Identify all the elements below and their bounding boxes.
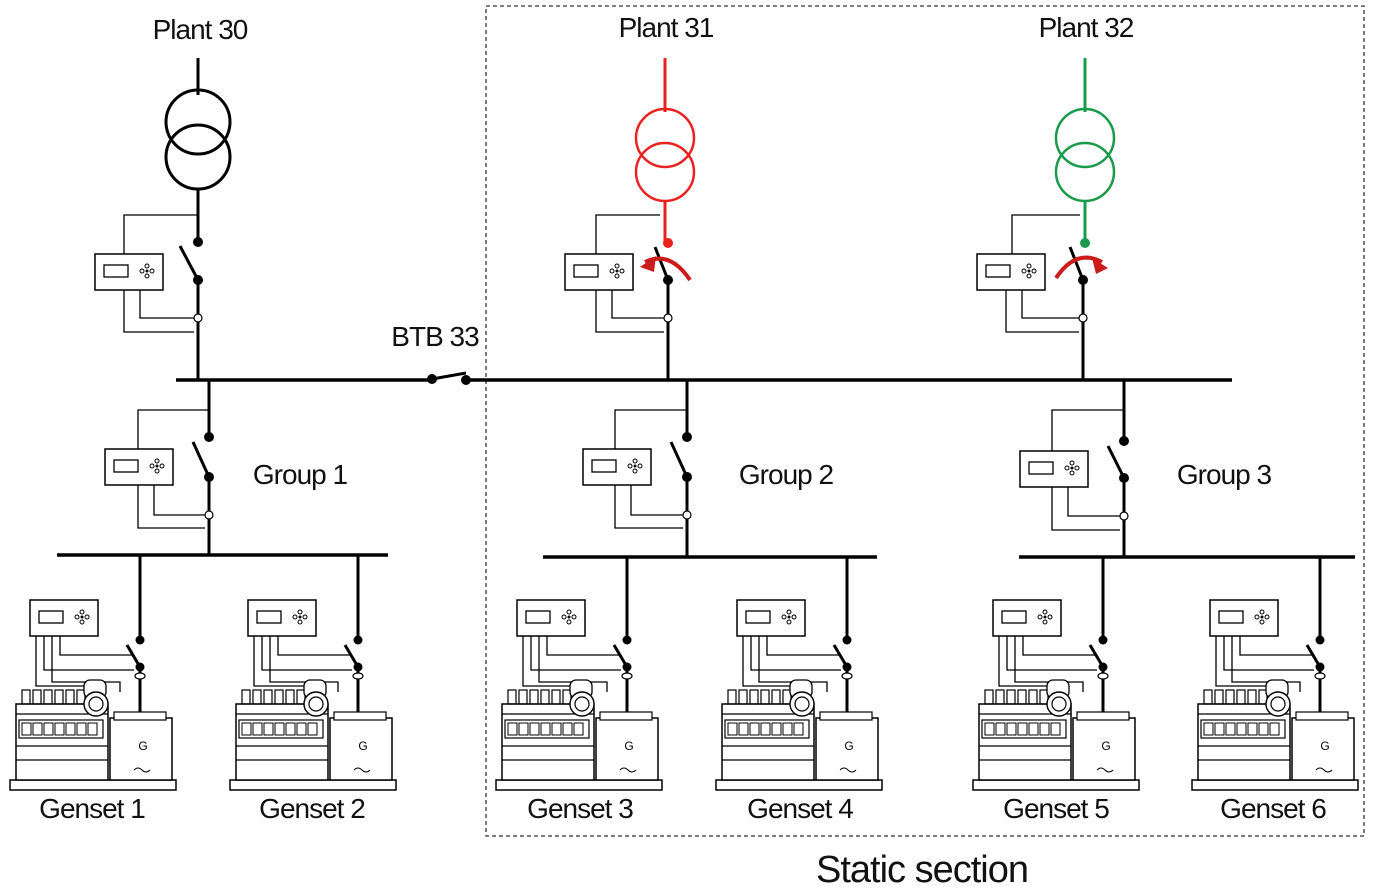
group-2-label: Group 2 bbox=[739, 459, 834, 490]
genset-4-unit: G bbox=[715, 557, 883, 791]
genset-1-unit: G bbox=[9, 555, 177, 791]
static-section-label: Static section bbox=[816, 849, 1028, 891]
genset-2-unit: G bbox=[229, 555, 397, 791]
genset-3-unit: G bbox=[495, 557, 663, 791]
open-arrow-icon bbox=[644, 256, 692, 282]
generator-symbol: G bbox=[358, 739, 367, 753]
group-2 bbox=[543, 380, 877, 559]
generator-symbol: G bbox=[844, 739, 853, 753]
genset-6-label: Genset 6 bbox=[1220, 793, 1326, 824]
plant-31 bbox=[564, 58, 696, 380]
genset-3-label: Genset 3 bbox=[527, 793, 633, 824]
genset-1-label: Genset 1 bbox=[39, 793, 145, 824]
plant-30 bbox=[94, 58, 232, 380]
genset-2-label: Genset 2 bbox=[259, 793, 365, 824]
close-arrow-icon bbox=[1054, 255, 1103, 280]
main-busbar bbox=[176, 371, 1232, 385]
group-3-label: Group 3 bbox=[1177, 459, 1272, 490]
genset-5-label: Genset 5 bbox=[1003, 793, 1109, 824]
plant-32 bbox=[976, 58, 1116, 380]
generator-symbol: G bbox=[1101, 739, 1110, 753]
generator-symbol: G bbox=[624, 739, 633, 753]
plant-30-label: Plant 30 bbox=[153, 14, 248, 45]
generator-symbol: G bbox=[138, 739, 147, 753]
genset-4-label: Genset 4 bbox=[747, 793, 853, 824]
genset-6-unit: G bbox=[1191, 557, 1359, 791]
genset-5-unit: G bbox=[972, 557, 1140, 791]
plant-32-label: Plant 32 bbox=[1039, 12, 1134, 43]
btb-label: BTB 33 bbox=[391, 321, 479, 352]
plant-31-label: Plant 31 bbox=[619, 12, 714, 43]
generator-symbol: G bbox=[1320, 739, 1329, 753]
group-3 bbox=[1019, 380, 1355, 559]
group-1-label: Group 1 bbox=[253, 459, 348, 490]
group-1 bbox=[57, 380, 388, 557]
